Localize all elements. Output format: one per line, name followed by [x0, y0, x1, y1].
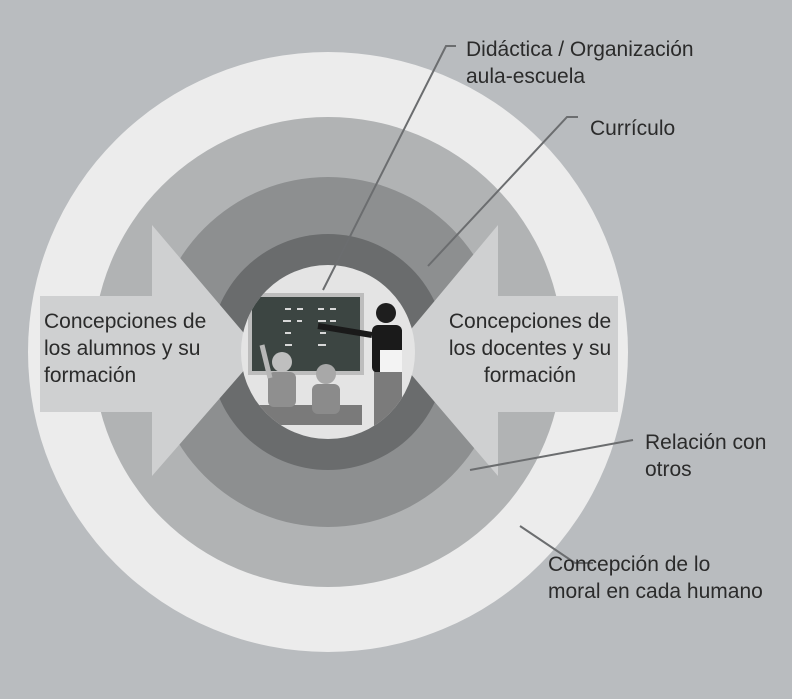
- label-docentes: Concepciones de los docentes y su formac…: [448, 310, 612, 387]
- label-relacion: Relación con otros: [645, 431, 767, 481]
- arrow-alumnos: [40, 225, 260, 476]
- label-concepcion-moral: Concepción de lo moral en cada humano: [548, 553, 763, 603]
- leader-didactica: [322, 45, 456, 291]
- arrow-docentes: [392, 225, 618, 476]
- leader-concepcion: [519, 525, 593, 564]
- classroom-teacher-photo-icon: [241, 265, 415, 439]
- leader-relacion: [469, 439, 634, 471]
- label-didactica: Didáctica / Organización aula-escuela: [466, 38, 694, 88]
- label-curriculo: Currículo: [590, 117, 676, 140]
- leader-curriculo: [427, 116, 578, 267]
- label-alumnos: Concepciones de los alumnos y su formaci…: [44, 310, 207, 387]
